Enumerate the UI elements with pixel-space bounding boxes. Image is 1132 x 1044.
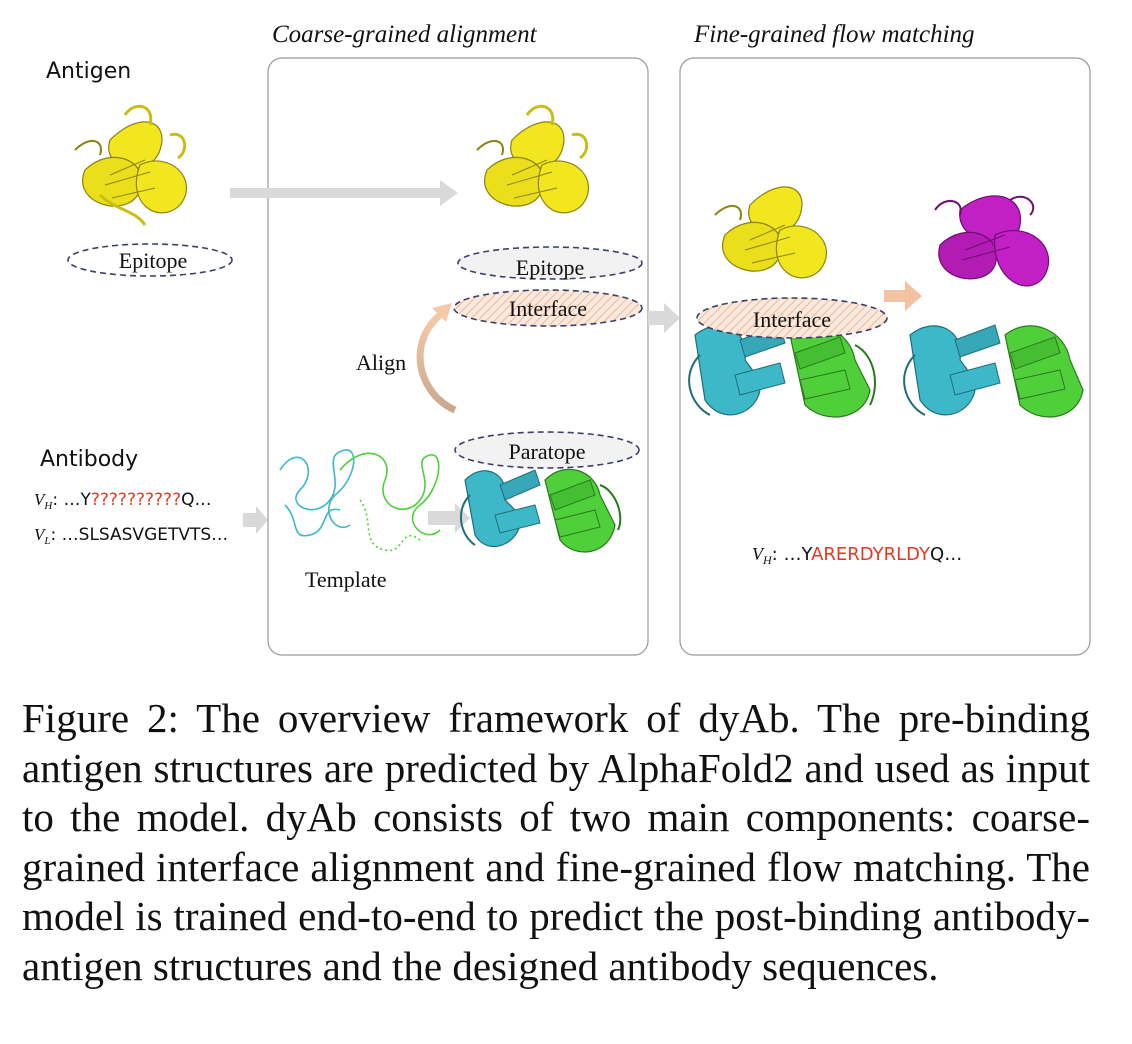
- interface-label-fine: Interface: [753, 307, 831, 332]
- interface-ellipse-fine: [696, 297, 888, 339]
- fine-panel: [679, 57, 1091, 656]
- vh-input-prefix: : …Y: [52, 490, 91, 510]
- vh-output-prefix: : …Y: [772, 544, 814, 565]
- vl-input-sequence: VL: …SLSASVGETVTS…: [34, 525, 228, 547]
- epitope-ellipse-left: [67, 243, 233, 277]
- vl-input-text: : …SLSASVGETVTS…: [51, 525, 229, 545]
- epitope-ellipse-coarse: [457, 246, 643, 280]
- arrow-template-to-antibody: [428, 503, 470, 533]
- antibody-structure-coarse: [459, 468, 622, 553]
- vh-output-sequence: VH: …YARERDYRLDYQ…: [752, 544, 962, 567]
- vl-input-sub: L: [43, 535, 50, 547]
- interface-ellipse-coarse: [453, 289, 643, 327]
- framework-figure: Coarse-grained alignment Fine-grained fl…: [34, 21, 1091, 656]
- paratope-ellipse: [454, 431, 640, 469]
- arrow-coarse-to-fine: [648, 303, 680, 333]
- antigen-label: Antigen: [46, 59, 131, 84]
- antigen-bound-structure: [934, 195, 1050, 287]
- arrow-flow-matching: [884, 281, 922, 311]
- align-label: Align: [356, 350, 406, 375]
- vh-input-sub: H: [43, 500, 53, 512]
- antigen-structure-coarse: [476, 104, 589, 214]
- epitope-label-left: Epitope: [119, 248, 187, 273]
- vh-input-sequence: VH: …Y??????????Q…: [34, 490, 211, 512]
- vh-output-designed: ARERDYRLDY: [811, 544, 931, 565]
- interface-label-coarse: Interface: [509, 296, 587, 321]
- panel-title-fine: Fine-grained flow matching: [693, 21, 975, 48]
- panel-title-coarse: Coarse-grained alignment: [272, 21, 538, 48]
- epitope-label-coarse: Epitope: [516, 255, 584, 280]
- paratope-label: Paratope: [509, 439, 586, 464]
- template-label: Template: [305, 567, 387, 592]
- vh-output-sub: H: [762, 553, 773, 567]
- template-structure: [279, 449, 441, 552]
- coarse-panel: [267, 57, 649, 656]
- align-arrow: [416, 312, 457, 414]
- antibody-label: Antibody: [40, 447, 138, 472]
- vh-input-suffix: Q…: [181, 490, 211, 510]
- antigen-structure-fine: [714, 186, 827, 279]
- vh-input-masked: ??????????: [91, 490, 181, 510]
- antibody-structure-fine: [688, 324, 876, 418]
- antibody-bound-structure: [903, 324, 1084, 418]
- arrow-antigen-to-panel: [230, 180, 458, 206]
- figure-caption: Figure 2: The overview framework of dyAb…: [22, 695, 1090, 989]
- antigen-structure-left: [74, 104, 187, 226]
- arrow-sequence-to-template: [243, 506, 268, 534]
- vh-output-suffix: Q…: [930, 544, 962, 565]
